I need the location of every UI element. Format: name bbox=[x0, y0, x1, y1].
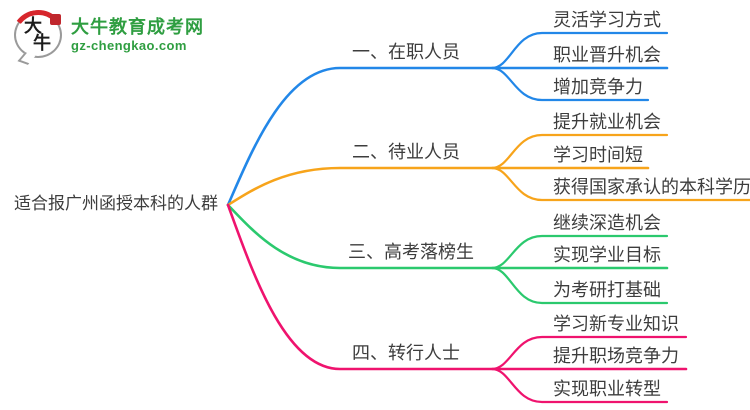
branch-1-child-1-line bbox=[490, 31, 669, 70]
branch-3-trunk-line bbox=[226, 203, 669, 270]
leaf-label[interactable]: 学习时间短 bbox=[553, 145, 643, 165]
logo-seal-icon bbox=[50, 14, 61, 25]
leaf-label[interactable]: 提升就业机会 bbox=[553, 112, 661, 132]
branch-3-lines bbox=[226, 203, 669, 305]
branch-4-trunk-line bbox=[226, 203, 688, 371]
branch-4-child-3-line bbox=[490, 367, 669, 404]
branch-3-child-1-line bbox=[490, 234, 669, 270]
bull-logo-icon: 大 牛 bbox=[8, 5, 68, 65]
leaf-label[interactable]: 增加竞争力 bbox=[553, 77, 643, 97]
leaf-label[interactable]: 学习新专业知识 bbox=[553, 314, 679, 334]
branch-3-label[interactable]: 三、高考落榜生 bbox=[348, 242, 474, 262]
logo-text-block: 大牛教育成考网 gz-chengkao.com bbox=[71, 12, 204, 55]
site-logo[interactable]: 大 牛 大牛教育成考网 gz-chengkao.com bbox=[8, 5, 204, 65]
branch-1-label[interactable]: 一、在职人员 bbox=[352, 42, 460, 62]
leaf-label[interactable]: 提升职场竞争力 bbox=[553, 346, 679, 366]
leaf-label[interactable]: 实现学业目标 bbox=[553, 245, 661, 265]
branch-2-lines bbox=[226, 133, 750, 207]
leaf-label[interactable]: 获得国家承认的本科学历 bbox=[553, 177, 750, 197]
leaf-label[interactable]: 灵活学习方式 bbox=[553, 10, 661, 30]
leaf-label[interactable]: 实现职业转型 bbox=[553, 379, 661, 399]
branch-4-label[interactable]: 四、转行人士 bbox=[352, 343, 460, 363]
branch-1-trunk-line bbox=[226, 66, 669, 207]
leaf-label[interactable]: 继续深造机会 bbox=[553, 213, 661, 233]
logo-char-bottom: 牛 bbox=[33, 33, 51, 53]
branch-3-child-3-line bbox=[490, 266, 669, 305]
leaf-label[interactable]: 为考研打基础 bbox=[553, 280, 661, 300]
branch-4-child-1-line bbox=[490, 335, 688, 371]
branch-4-lines bbox=[226, 203, 688, 404]
branch-2-label[interactable]: 二、待业人员 bbox=[352, 142, 460, 162]
root-node-label[interactable]: 适合报广州函授本科的人群 bbox=[14, 194, 218, 213]
leaf-label[interactable]: 职业晋升机会 bbox=[553, 45, 661, 65]
branch-2-child-3-line bbox=[490, 166, 750, 202]
logo-char-top: 大 bbox=[24, 16, 42, 36]
logo-title: 大牛教育成考网 bbox=[71, 17, 204, 37]
logo-domain: gz-chengkao.com bbox=[71, 37, 187, 53]
branch-2-child-1-line bbox=[490, 133, 669, 170]
branch-1-child-3-line bbox=[490, 66, 650, 102]
branch-2-trunk-line bbox=[226, 166, 650, 207]
branch-1-lines bbox=[226, 31, 669, 207]
